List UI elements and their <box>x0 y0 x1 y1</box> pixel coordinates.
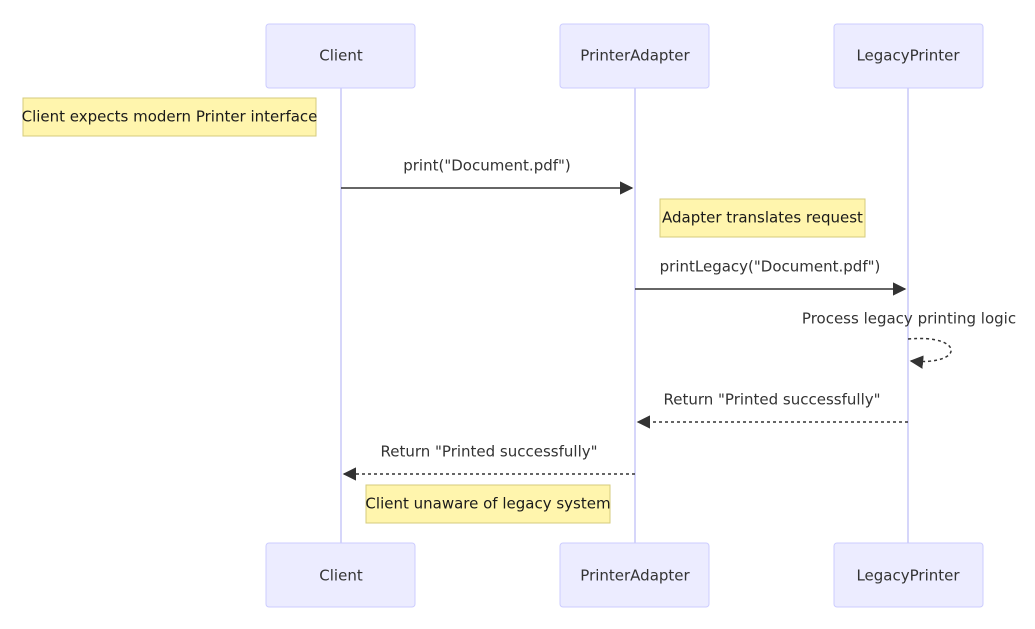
message-return-legacy: Return "Printed successfully" <box>636 391 908 429</box>
message-print-legacy-label: printLegacy("Document.pdf") <box>660 258 881 276</box>
actor-legacy-printer-bottom-label: LegacyPrinter <box>856 567 960 585</box>
actor-printer-adapter-top: PrinterAdapter <box>559 23 710 89</box>
actor-client-top: Client <box>265 23 416 89</box>
note-client-expects: Client expects modern Printer interface <box>22 97 318 137</box>
note-adapter-translates: Adapter translates request <box>659 198 866 238</box>
note-adapter-translates-text: Adapter translates request <box>662 209 863 227</box>
actor-legacy-printer-top-label: LegacyPrinter <box>856 47 960 65</box>
message-process-arrow <box>907 337 952 369</box>
message-return-client: Return "Printed successfully" <box>342 443 635 481</box>
note-client-unaware: Client unaware of legacy system <box>365 484 611 524</box>
actor-legacy-printer-bottom: LegacyPrinter <box>833 542 984 608</box>
message-return-client-label: Return "Printed successfully" <box>380 443 597 461</box>
message-return-legacy-label: Return "Printed successfully" <box>663 391 880 409</box>
message-print: print("Document.pdf") <box>341 157 634 195</box>
message-print-legacy: printLegacy("Document.pdf") <box>635 258 907 296</box>
actor-printer-adapter-bottom-label: PrinterAdapter <box>580 567 690 585</box>
actor-printer-adapter-top-label: PrinterAdapter <box>580 47 690 65</box>
actor-client-bottom-label: Client <box>319 567 363 585</box>
actor-legacy-printer-top: LegacyPrinter <box>833 23 984 89</box>
actor-client-top-label: Client <box>319 47 363 65</box>
message-process-self: Process legacy printing logic <box>802 310 1016 369</box>
message-process-label: Process legacy printing logic <box>802 310 1016 328</box>
actor-printer-adapter-bottom: PrinterAdapter <box>559 542 710 608</box>
note-client-unaware-text: Client unaware of legacy system <box>365 495 610 513</box>
note-client-expects-text: Client expects modern Printer interface <box>22 108 318 126</box>
message-print-label: print("Document.pdf") <box>403 157 571 175</box>
actor-client-bottom: Client <box>265 542 416 608</box>
